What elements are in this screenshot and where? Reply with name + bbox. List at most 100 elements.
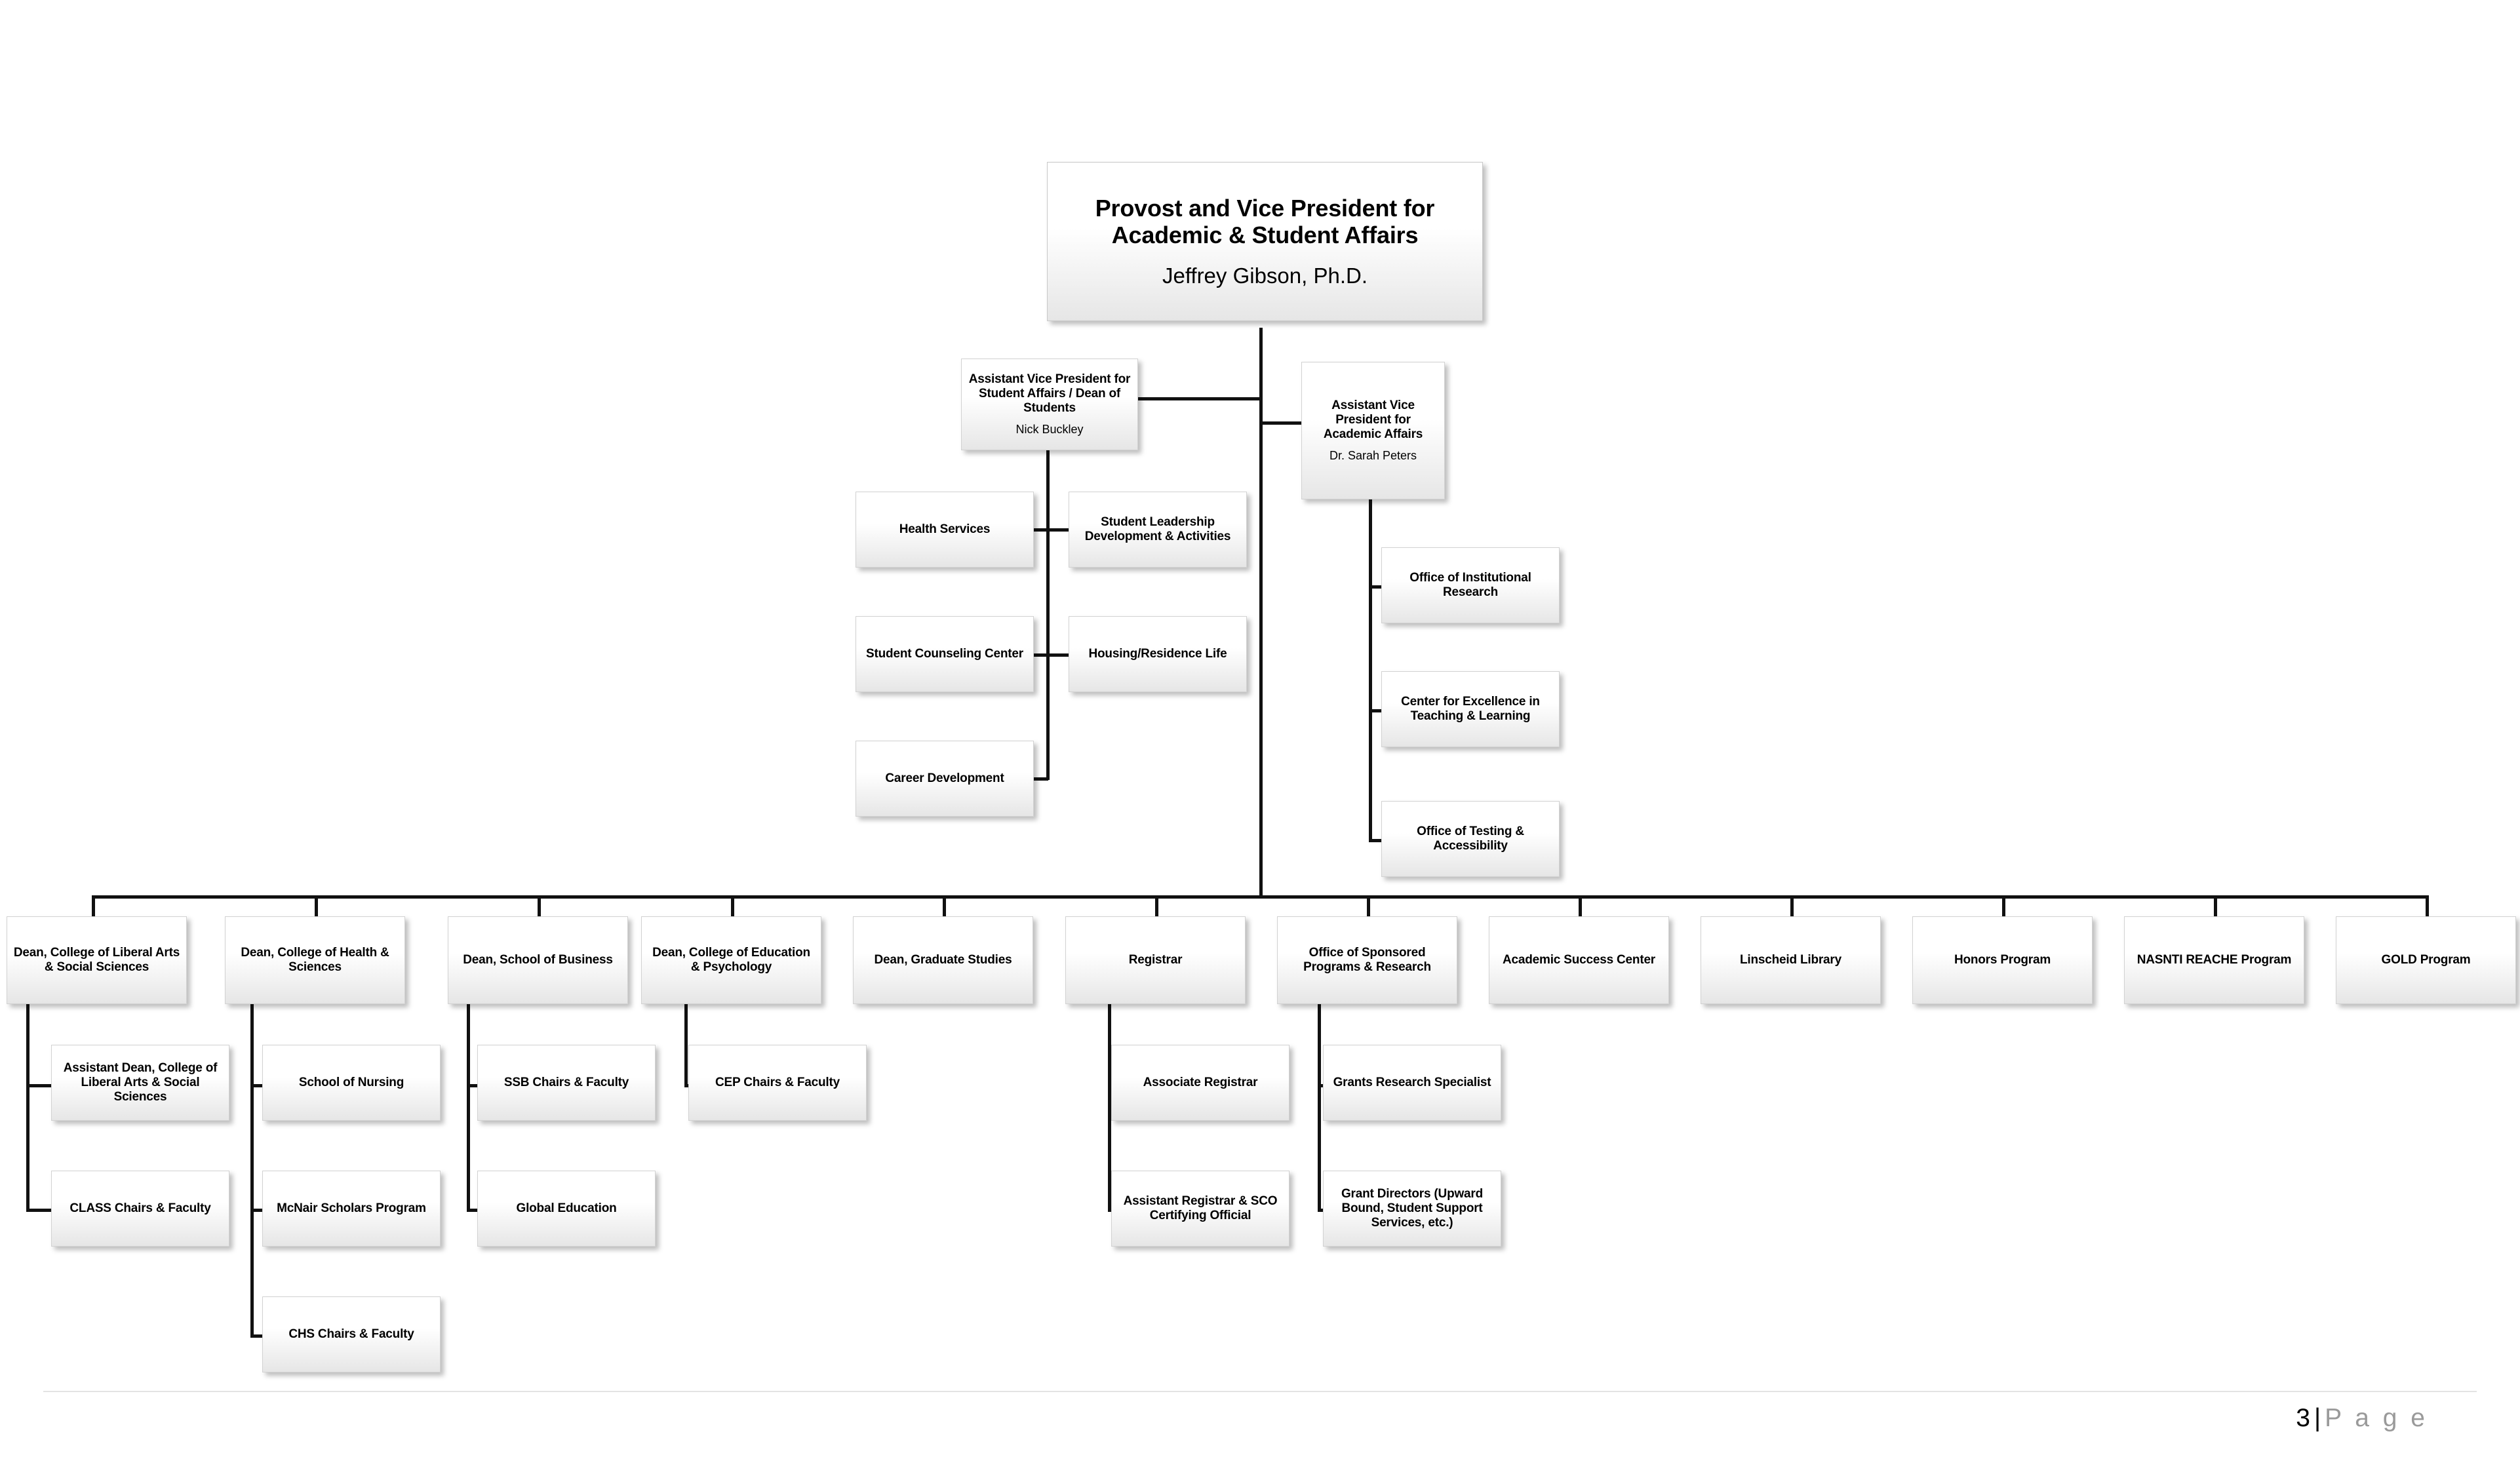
box-honors-program-title: Honors Program: [1954, 952, 2051, 967]
connector-class-chairs: [26, 1209, 51, 1212]
box-center-excellence-teaching-learning[interactable]: Center for Excellence in Teaching & Lear…: [1381, 671, 1560, 747]
box-dean-education-psychology-title: Dean, College of Education & Psychology: [652, 945, 810, 974]
box-ssb-chairs-faculty[interactable]: SSB Chairs & Faculty: [477, 1045, 656, 1121]
box-dean-business-title: Dean, School of Business: [463, 952, 613, 967]
box-health-services-title: Health Services: [899, 522, 991, 536]
connector-aa-testing: [1369, 839, 1383, 842]
box-linscheid-library[interactable]: Linscheid Library: [1701, 916, 1881, 1004]
connector-sa-student-leadership: [1048, 528, 1070, 532]
connector-drop-nasnti: [2214, 895, 2217, 918]
box-office-testing-accessibility-title: Office of Testing & Accessibility: [1417, 824, 1524, 853]
box-avp-student-affairs-person: Nick Buckley: [1015, 423, 1084, 437]
box-avp-academic-affairs-title: Assistant Vice President for Academic Af…: [1323, 399, 1423, 442]
connector-ssb-trunk: [467, 1004, 470, 1211]
connector-sa-trunk: [1046, 448, 1050, 780]
box-school-of-nursing-title: School of Nursing: [298, 1075, 404, 1089]
box-dean-graduate-studies[interactable]: Dean, Graduate Studies: [853, 916, 1033, 1004]
box-grant-directors[interactable]: Grant Directors (Upward Bound, Student S…: [1323, 1171, 1501, 1247]
footer-separator: |: [2313, 1404, 2321, 1432]
box-office-sponsored-programs-research[interactable]: Office of Sponsored Programs & Research: [1277, 916, 1457, 1004]
connector-registrar-trunk: [1108, 1004, 1111, 1211]
box-office-institutional-research[interactable]: Office of Institutional Research: [1381, 547, 1560, 623]
connector-root-trunk: [1259, 328, 1263, 898]
connector-drop-dean-ssb: [538, 895, 541, 918]
box-center-excellence-teaching-learning-title: Center for Excellence in Teaching & Lear…: [1401, 694, 1540, 723]
box-student-counseling-center-title: Student Counseling Center: [866, 646, 1023, 661]
box-honors-program[interactable]: Honors Program: [1912, 916, 2093, 1004]
footer-divider: [43, 1391, 2477, 1392]
box-dean-chs-title: Dean, College of Health & Sciences: [241, 945, 389, 974]
box-school-of-nursing[interactable]: School of Nursing: [262, 1045, 441, 1121]
box-class-chairs-faculty-title: CLASS Chairs & Faculty: [69, 1201, 211, 1215]
box-nasnti-reache-program-title: NASNTI REACHE Program: [2136, 952, 2292, 967]
box-associate-registrar-title: Associate Registrar: [1143, 1075, 1258, 1089]
footer-label: P a g e: [2325, 1404, 2428, 1432]
box-chs-chairs-faculty-title: CHS Chairs & Faculty: [288, 1327, 414, 1341]
box-chs-chairs-faculty[interactable]: CHS Chairs & Faculty: [262, 1296, 441, 1372]
box-registrar[interactable]: Registrar: [1065, 916, 1246, 1004]
box-global-education[interactable]: Global Education: [477, 1171, 656, 1247]
connector-drop-dean-chs: [315, 895, 318, 918]
box-office-sponsored-programs-research-title: Office of Sponsored Programs & Research: [1303, 945, 1431, 974]
box-dean-graduate-studies-title: Dean, Graduate Studies: [874, 952, 1012, 967]
box-registrar-title: Registrar: [1128, 952, 1183, 967]
box-mcnair-scholars-program-title: McNair Scholars Program: [277, 1201, 426, 1215]
connector-drop-dean-grad: [943, 895, 946, 918]
connector-ospr-trunk: [1318, 1004, 1321, 1211]
box-grants-research-specialist-title: Grants Research Specialist: [1333, 1075, 1491, 1089]
connector-class-asst-dean: [26, 1084, 51, 1087]
box-career-development[interactable]: Career Development: [856, 741, 1034, 817]
box-student-counseling-center[interactable]: Student Counseling Center: [856, 616, 1034, 692]
box-career-development-title: Career Development: [885, 771, 1004, 785]
box-health-services[interactable]: Health Services: [856, 492, 1034, 568]
connector-sa-housing: [1048, 653, 1070, 657]
box-student-leadership-title: Student Leadership Development & Activit…: [1084, 515, 1231, 543]
box-cep-chairs-faculty[interactable]: CEP Chairs & Faculty: [688, 1045, 867, 1121]
footer-page-number: 3: [2296, 1404, 2310, 1432]
connector-aa-cetl: [1369, 709, 1383, 712]
connector-drop-library: [1790, 895, 1794, 918]
connector-class-trunk: [26, 1004, 30, 1211]
box-dean-class[interactable]: Dean, College of Liberal Arts & Social S…: [7, 916, 187, 1004]
box-assistant-registrar-sco[interactable]: Assistant Registrar & SCO Certifying Off…: [1111, 1171, 1290, 1247]
box-academic-success-center-title: Academic Success Center: [1502, 952, 1656, 967]
connector-cep-trunk: [684, 1004, 688, 1085]
box-assistant-dean-class[interactable]: Assistant Dean, College of Liberal Arts …: [51, 1045, 229, 1121]
box-associate-registrar[interactable]: Associate Registrar: [1111, 1045, 1290, 1121]
box-avp-academic-affairs-person: Dr. Sarah Peters: [1329, 449, 1417, 463]
box-nasnti-reache-program[interactable]: NASNTI REACHE Program: [2124, 916, 2304, 1004]
box-provost-title: Provost and Vice President for Academic …: [1095, 194, 1435, 249]
box-ssb-chairs-faculty-title: SSB Chairs & Faculty: [503, 1075, 629, 1089]
box-gold-program[interactable]: GOLD Program: [2336, 916, 2516, 1004]
box-housing-residence-life[interactable]: Housing/Residence Life: [1069, 616, 1247, 692]
box-avp-student-affairs[interactable]: Assistant Vice President for Student Aff…: [961, 359, 1138, 450]
connector-root-to-avp-aa: [1259, 421, 1303, 425]
box-avp-academic-affairs[interactable]: Assistant Vice President for Academic Af…: [1301, 362, 1445, 499]
connector-drop-honors: [2002, 895, 2005, 918]
box-grants-research-specialist[interactable]: Grants Research Specialist: [1323, 1045, 1501, 1121]
box-student-leadership[interactable]: Student Leadership Development & Activit…: [1069, 492, 1247, 568]
box-dean-business[interactable]: Dean, School of Business: [448, 916, 628, 1004]
box-dean-education-psychology[interactable]: Dean, College of Education & Psychology: [641, 916, 821, 1004]
connector-drop-asc: [1579, 895, 1582, 918]
box-gold-program-title: GOLD Program: [2381, 952, 2471, 967]
connector-drop-dean-class: [92, 895, 95, 918]
connector-drop-gold: [2426, 895, 2429, 918]
box-housing-residence-life-title: Housing/Residence Life: [1088, 646, 1227, 661]
box-class-chairs-faculty[interactable]: CLASS Chairs & Faculty: [51, 1171, 229, 1247]
connector-drop-ospr: [1367, 895, 1370, 918]
box-academic-success-center[interactable]: Academic Success Center: [1489, 916, 1669, 1004]
box-provost-person: Jeffrey Gibson, Ph.D.: [1162, 263, 1368, 288]
connector-chs-trunk: [250, 1004, 254, 1337]
connector-drop-dean-cep: [731, 895, 734, 918]
connector-bottom-bus: [92, 895, 2427, 899]
connector-aa-trunk: [1369, 497, 1372, 842]
box-avp-student-affairs-title: Assistant Vice President for Student Aff…: [968, 372, 1131, 416]
box-office-testing-accessibility[interactable]: Office of Testing & Accessibility: [1381, 801, 1560, 877]
box-provost[interactable]: Provost and Vice President for Academic …: [1047, 162, 1483, 321]
box-linscheid-library-title: Linscheid Library: [1740, 952, 1841, 967]
box-mcnair-scholars-program[interactable]: McNair Scholars Program: [262, 1171, 441, 1247]
connector-drop-registrar: [1155, 895, 1158, 918]
box-dean-chs[interactable]: Dean, College of Health & Sciences: [225, 916, 405, 1004]
